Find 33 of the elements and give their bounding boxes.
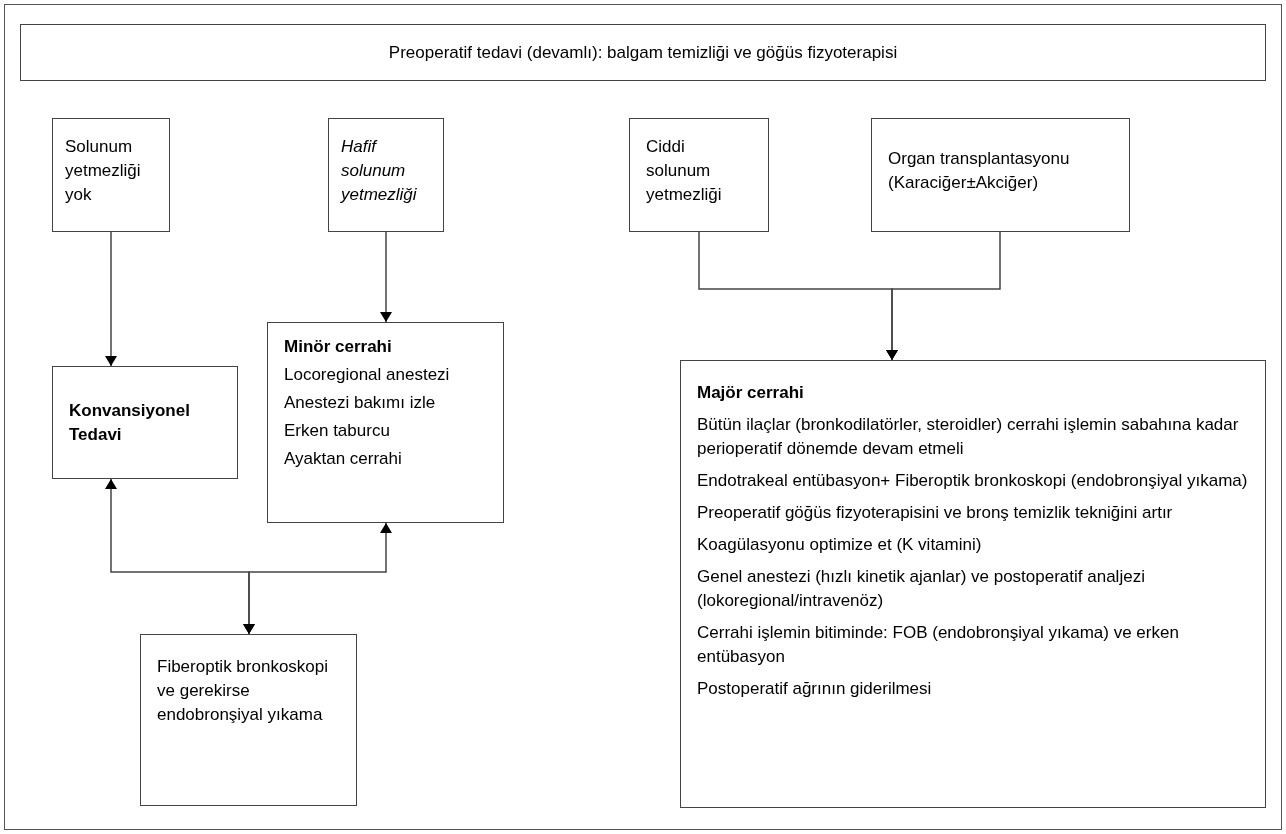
box-text: Ayaktan cerrahi: [284, 448, 403, 470]
box-text: Koagülasyonu optimize et (K vitamini): [697, 534, 983, 556]
box-heading: Konvansiyonel Tedavi: [69, 399, 191, 446]
box-text: Preoperatif göğüs fizyoterapisini ve bronş temizlik tekniğini artır: [697, 502, 1174, 524]
box-text: Anestezi bakımı izle: [284, 392, 437, 414]
box-text: Erken taburcu: [284, 420, 391, 442]
arrow: [243, 522, 392, 635]
box-text: Postoperatif ağrının giderilmesi: [697, 678, 933, 700]
box-heading: Ciddi solunum yetmezliği: [646, 136, 723, 206]
box-heading: Organ transplantasyonu (Karaciğer±Akciğer): [888, 148, 1071, 194]
box-heading: Majör cerrahi: [697, 382, 805, 404]
box-text: Genel anestezi (hızlı kinetik ajanlar) ve postoperatif analjezi (lokoregional/intravenöz): [697, 566, 1146, 612]
banner-box: [20, 24, 1266, 81]
box-text: Locoregional anestezi: [284, 364, 451, 386]
treatment-box: [680, 360, 1266, 808]
condition-box: [328, 118, 444, 232]
box-heading: Preoperatif tedavi (devamlı): balgam temizliği ve göğüs fizyoterapisi: [388, 41, 898, 64]
arrow: [886, 231, 1001, 361]
box-heading: Hafif solunum yetmezliği: [341, 136, 418, 206]
box-text: Endotrakeal entübasyon+ Fiberoptik bronkoskopi (endobronşiyal yıkama): [697, 470, 1249, 492]
treatment-box: [52, 366, 238, 479]
arrow: [380, 231, 392, 323]
box-heading: Solunum yetmezliği yok: [65, 136, 142, 206]
treatment-box: [267, 322, 504, 523]
box-text: Cerrahi işlemin bitiminde: FOB (endobronşiyal yıkama) ve erken entübasyon: [697, 622, 1180, 668]
box-heading: Minör cerrahi: [284, 336, 393, 358]
arrow: [105, 231, 117, 367]
condition-box: [629, 118, 769, 232]
condition-box: [871, 118, 1130, 232]
procedure-box: [140, 634, 357, 806]
box-heading: Fiberoptik bronkoskopi ve gerekirse endobronşiyal yıkama: [157, 656, 330, 726]
condition-box: [52, 118, 170, 232]
box-text: Bütün ilaçlar (bronkodilatörler, steroidler) cerrahi işlemin sabahına kadar perioperatif dönemde devam etmeli: [697, 414, 1240, 460]
